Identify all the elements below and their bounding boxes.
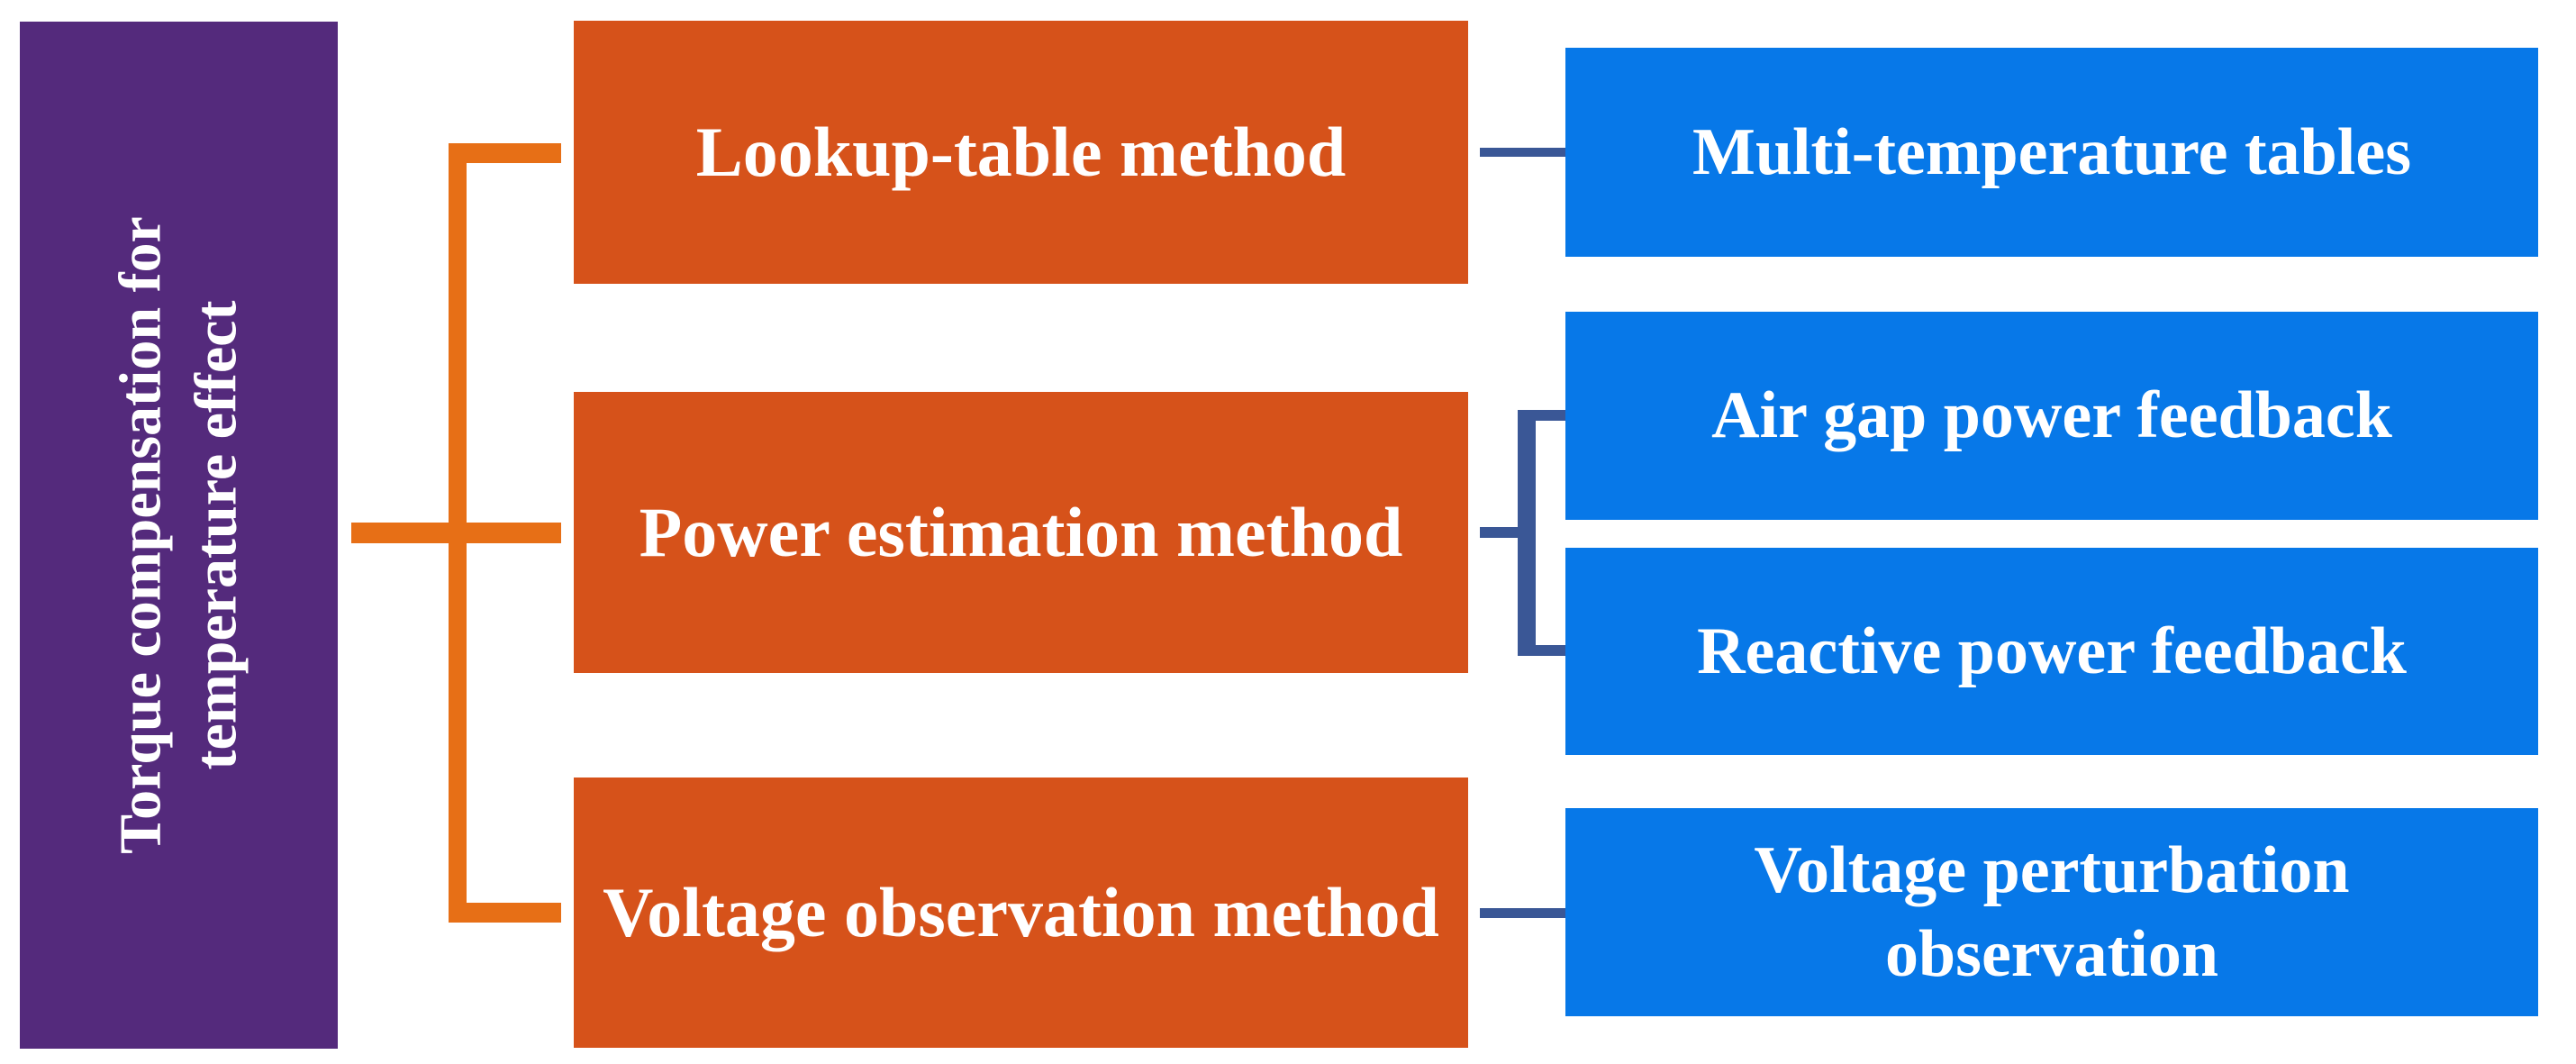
connector-lookup-table-to-multi-temperature (1480, 148, 1565, 157)
branch-node-power-estimation: Power estimation method (574, 392, 1468, 673)
root-node-label: Torque compensation for temperature effe… (107, 216, 249, 854)
branch-node-label: Voltage observation method (603, 873, 1439, 952)
branch-node-label: Power estimation method (639, 493, 1403, 572)
connector-to-air-gap-power-feedback (1531, 410, 1565, 421)
leaf-node-air-gap-power-feedback: Air gap power feedback (1565, 312, 2538, 520)
leaf-node-label: Voltage perturbation observation (1754, 833, 2350, 991)
leaf-node-reactive-power-feedback: Reactive power feedback (1565, 548, 2538, 755)
connector-to-reactive-power-feedback (1531, 645, 1565, 656)
branch-node-voltage-observation: Voltage observation method (574, 778, 1468, 1048)
connector-power-estimation-vertical-rail (1518, 410, 1536, 656)
leaf-node-voltage-perturbation-observation: Voltage perturbation observation (1565, 808, 2538, 1016)
connector-root-to-lookup-table (449, 143, 561, 163)
leaf-node-label: Reactive power feedback (1697, 614, 2407, 688)
connector-voltage-observation-to-perturbation (1480, 908, 1566, 918)
connector-root-vertical-rail (449, 143, 467, 923)
leaf-node-label: Multi-temperature tables (1692, 114, 2412, 189)
branch-node-lookup-table: Lookup-table method (574, 21, 1468, 284)
root-node: Torque compensation for temperature effe… (20, 22, 338, 1049)
leaf-node-multi-temperature-tables: Multi-temperature tables (1565, 48, 2538, 257)
leaf-node-label: Air gap power feedback (1711, 378, 2392, 453)
connector-root-to-voltage-observation (449, 903, 561, 923)
branch-node-label: Lookup-table method (695, 113, 1347, 192)
